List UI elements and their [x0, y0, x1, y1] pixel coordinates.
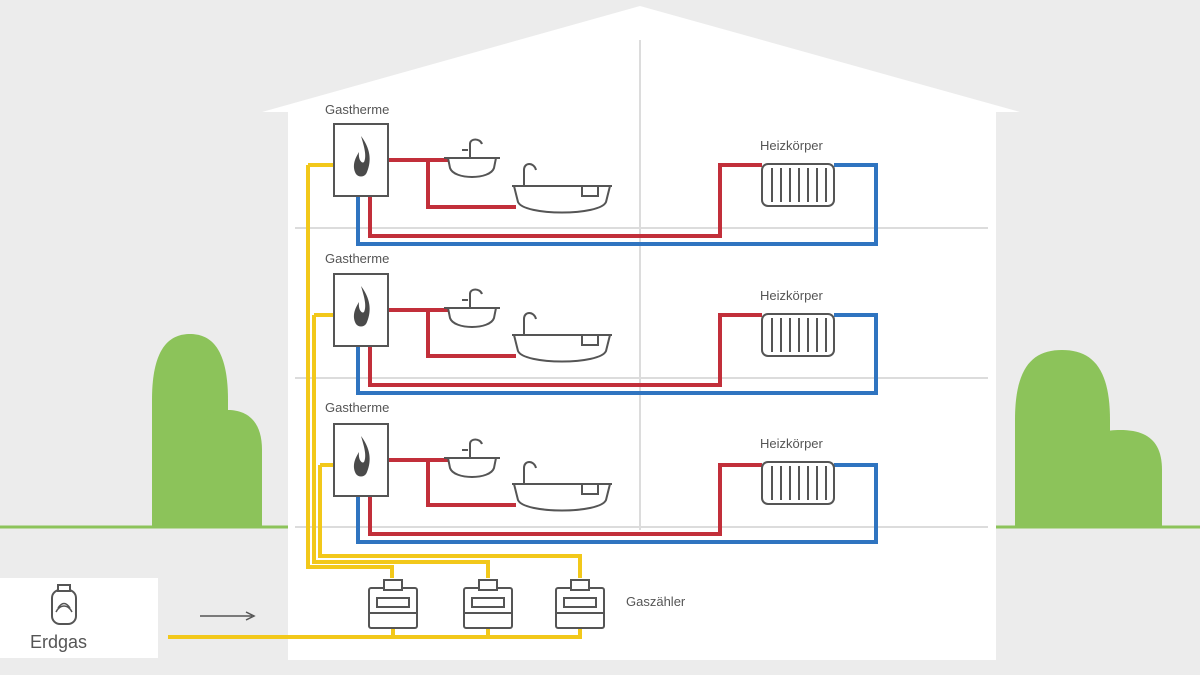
- flame-icon: [333, 123, 389, 197]
- radiator-icon: [761, 461, 835, 505]
- boiler-label: Gastherme: [325, 102, 389, 117]
- gas-meter-icon: [368, 579, 418, 629]
- radiator-label: Heizkörper: [760, 138, 824, 153]
- gas-meter-icon: [555, 579, 605, 629]
- flame-icon: [333, 423, 389, 497]
- radiator-label: Heizkörper: [760, 288, 824, 303]
- gas-meter-icon: [463, 579, 513, 629]
- gas-tank-icon: [51, 584, 77, 625]
- natural-gas-box: [0, 578, 158, 658]
- radiator-icon: [761, 313, 835, 357]
- arrow-right-icon: [200, 611, 256, 621]
- floor-3: Gastherme Heizkörper: [325, 400, 878, 544]
- gas-pipes: [168, 163, 582, 639]
- landscape: [0, 334, 1200, 529]
- tree-left: [152, 334, 262, 527]
- natural-gas-source: Erdgas: [0, 578, 256, 658]
- radiator-label: Heizkörper: [760, 436, 824, 451]
- gas-meters: Gaszähler: [368, 579, 686, 629]
- flame-icon: [333, 273, 389, 347]
- floor-2: Gastherme Heizkörper: [325, 251, 878, 395]
- cold-water-pipes: [356, 463, 878, 544]
- tree-right: [1015, 350, 1162, 527]
- boiler-label: Gastherme: [325, 400, 389, 415]
- natural-gas-label: Erdgas: [30, 632, 87, 652]
- boiler-label: Gastherme: [325, 251, 389, 266]
- floor-1: Gastherme Heizkörper: [325, 102, 878, 246]
- cold-water-pipes: [356, 163, 878, 246]
- cold-water-pipes: [356, 313, 878, 395]
- radiator-icon: [761, 163, 835, 207]
- gas-meter-label: Gaszähler: [626, 594, 686, 609]
